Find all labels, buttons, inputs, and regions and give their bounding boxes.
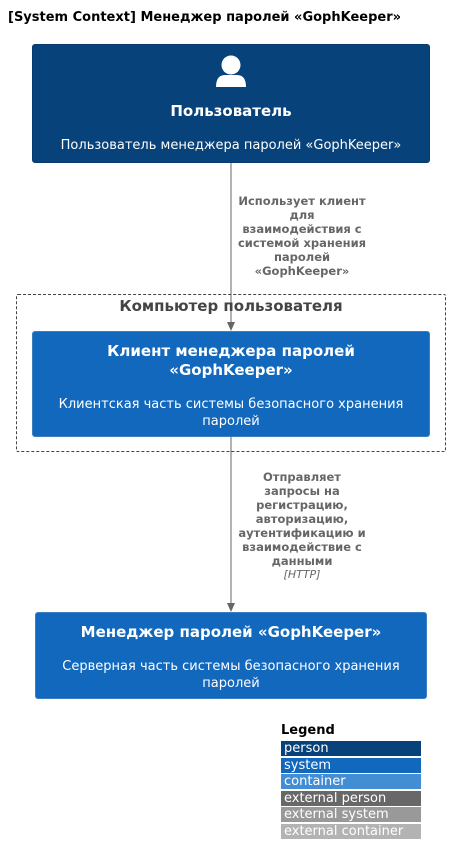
client-title-line2: «GophKeeper»	[169, 361, 293, 379]
uses-label-line: для	[289, 208, 315, 222]
legend-item: system	[281, 757, 421, 773]
sends-label-line: взаимодействие с	[242, 540, 362, 554]
person-title: Пользователь	[170, 102, 292, 120]
uses-label-line: Использует клиент	[238, 194, 366, 208]
legend-item: container	[281, 774, 421, 789]
sends-label-line: аутентификацию и	[238, 526, 366, 540]
uses-label-line: взаимодействия с	[242, 222, 362, 236]
sends-label-line: запросы на	[264, 484, 340, 498]
sends-label-line: Отправляет	[263, 470, 341, 484]
server-title: Менеджер паролей «GophKeeper»	[80, 623, 382, 641]
sends-label-line: авторизацию,	[255, 512, 349, 526]
legend-item: person	[281, 741, 421, 756]
uses-arrowhead	[227, 322, 235, 331]
person-user-box[interactable]: Пользователь Пользователь менеджера паро…	[32, 44, 430, 163]
user-computer-boundary	[16, 294, 446, 452]
client-title-line1: Клиент менеджера паролей	[107, 342, 355, 360]
legend-item: external person	[281, 790, 421, 806]
sends-arrowhead	[227, 603, 235, 612]
uses-relation-label: Использует клиент для взаимодействия с с…	[222, 194, 382, 278]
legend-item: external system	[281, 807, 421, 822]
legend-title: Legend	[281, 723, 335, 738]
sends-label-line: данными	[271, 554, 333, 568]
sends-label-line: регистрацию,	[256, 498, 348, 512]
diagram-title: [System Context] Менеджер паролей «GophK…	[8, 10, 402, 25]
client-system-box[interactable]: Клиент менеджера паролей «GophKeeper» Кл…	[32, 331, 430, 437]
server-system-box[interactable]: Менеджер паролей «GophKeeper» Серверная …	[35, 612, 427, 699]
server-desc-line2: паролей	[202, 676, 260, 691]
client-desc-line1: Клиентская часть системы безопасного хра…	[58, 397, 404, 412]
uses-label-line: паролей	[273, 250, 331, 264]
legend-item: external container	[281, 823, 421, 839]
uses-label-line: «GophKeeper»	[254, 264, 350, 278]
sends-technology: [HTTP]	[283, 568, 321, 581]
client-desc-line2: паролей	[202, 414, 260, 429]
sends-relation-label: Отправляет запросы на регистрацию, автор…	[222, 470, 382, 582]
server-desc-line1: Серверная часть системы безопасного хран…	[62, 659, 400, 674]
person-description: Пользователь менеджера паролей «GophKeep…	[60, 138, 402, 153]
person-icon	[216, 55, 246, 87]
boundary-label: Компьютер пользователя	[119, 297, 343, 315]
uses-label-line: системой хранения	[237, 236, 367, 250]
